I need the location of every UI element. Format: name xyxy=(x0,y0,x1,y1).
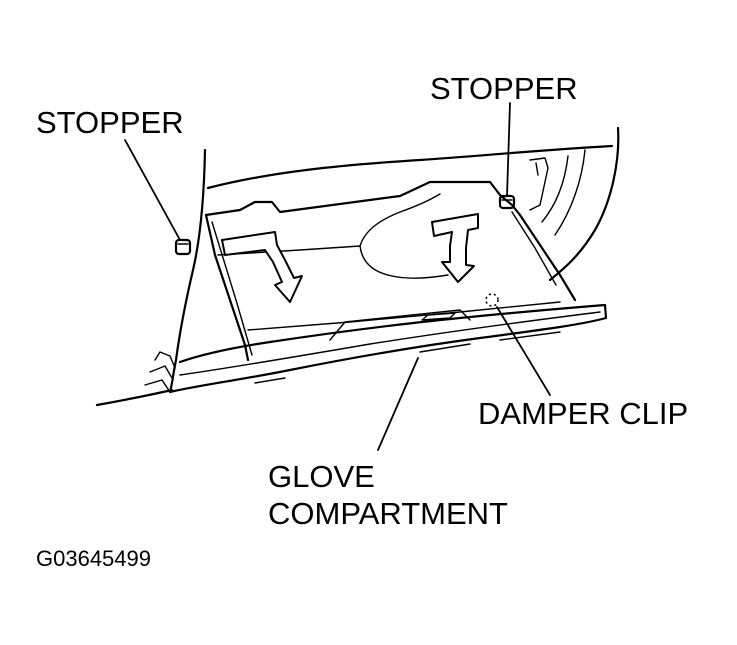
dashboard-outline xyxy=(95,126,620,407)
leader-damper-clip xyxy=(496,306,551,396)
removal-arrow-right xyxy=(431,213,479,283)
removal-arrow-left xyxy=(221,231,303,303)
label-damper-clip: DAMPER CLIP xyxy=(478,396,688,431)
leader-stopper-left xyxy=(124,139,181,241)
label-glove-line1: GLOVE xyxy=(268,459,375,494)
leader-stopper-right xyxy=(506,102,511,197)
leader-glove-compartment xyxy=(377,357,419,451)
label-stopper-left: STOPPER xyxy=(36,105,184,140)
glove-compartment-box xyxy=(144,180,608,394)
label-glove-line2: COMPARTMENT xyxy=(268,496,508,531)
figure-code: G03645499 xyxy=(36,546,151,571)
label-stopper-right: STOPPER xyxy=(430,71,578,106)
stopper-left-part xyxy=(174,238,192,256)
damper-clip-part xyxy=(485,293,499,307)
